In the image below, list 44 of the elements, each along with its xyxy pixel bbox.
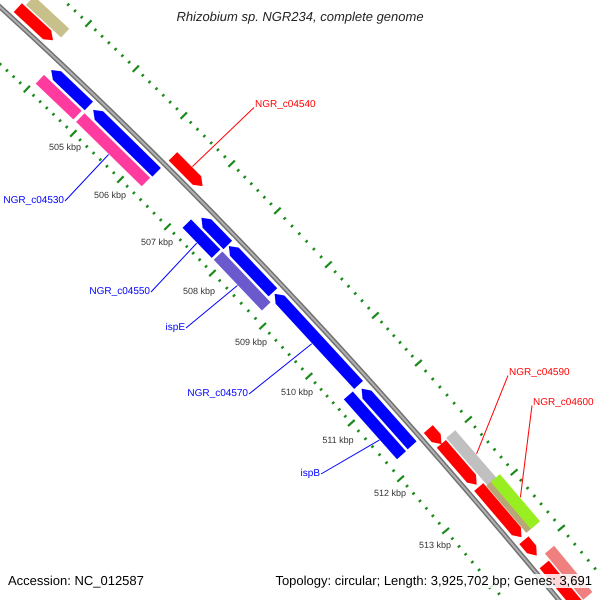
gene-feature (228, 246, 278, 296)
gene-label: NGR_c04570 (187, 388, 248, 398)
gene-feature (474, 483, 522, 538)
position-label: 512 kbp (374, 489, 406, 499)
gene-bar (36, 74, 82, 120)
map-title: Rhizobium sp. NGR234, complete genome (175, 10, 425, 24)
leader-line (192, 107, 254, 168)
position-label: 510 kbp (280, 388, 314, 398)
position-label: 506 kbp (94, 191, 126, 201)
position-label: 511 kbp (322, 436, 354, 446)
leader-line (150, 242, 198, 292)
footer-info: Accession: NC_012587 (8, 574, 144, 588)
leader-line (320, 440, 380, 474)
gene-feature (93, 110, 161, 177)
position-label: 507 kbp (140, 238, 174, 248)
gene-feature (519, 536, 537, 556)
gene-bar (214, 252, 271, 310)
footer-info: Topology: circular; Length: 3,925,702 bp; Genes: 3,691 (275, 574, 592, 588)
gene-bar (182, 219, 220, 258)
position-label: 505 kbp (48, 143, 82, 153)
gene-feature (201, 218, 232, 250)
gene-label: NGR_c04530 (3, 194, 64, 206)
gene-feature (51, 70, 93, 110)
gene-bar (446, 430, 498, 486)
gene-bar (26, 0, 70, 38)
gene-label: NGR_c04590 (509, 366, 570, 378)
gene-label: ispB (300, 468, 320, 478)
gene-label: NGR_c04540 (255, 98, 316, 110)
gene-feature (362, 388, 417, 450)
gene-feature (168, 152, 203, 186)
gene-label: NGR_c04600 (533, 396, 594, 408)
leader-line (64, 154, 110, 202)
gene-feature (436, 440, 477, 485)
gene-feature (274, 294, 363, 389)
gene-label: NGR_c04550 (89, 286, 150, 296)
leader-line (248, 343, 312, 394)
leader-line (476, 375, 508, 454)
gene-feature (14, 3, 53, 40)
position-label: 513 kbp (418, 541, 452, 551)
position-label: 508 kbp (182, 287, 216, 297)
leader-line (520, 405, 532, 498)
gene-label: ispE (166, 322, 185, 332)
gene-feature (424, 425, 442, 444)
leader-line (186, 284, 238, 328)
